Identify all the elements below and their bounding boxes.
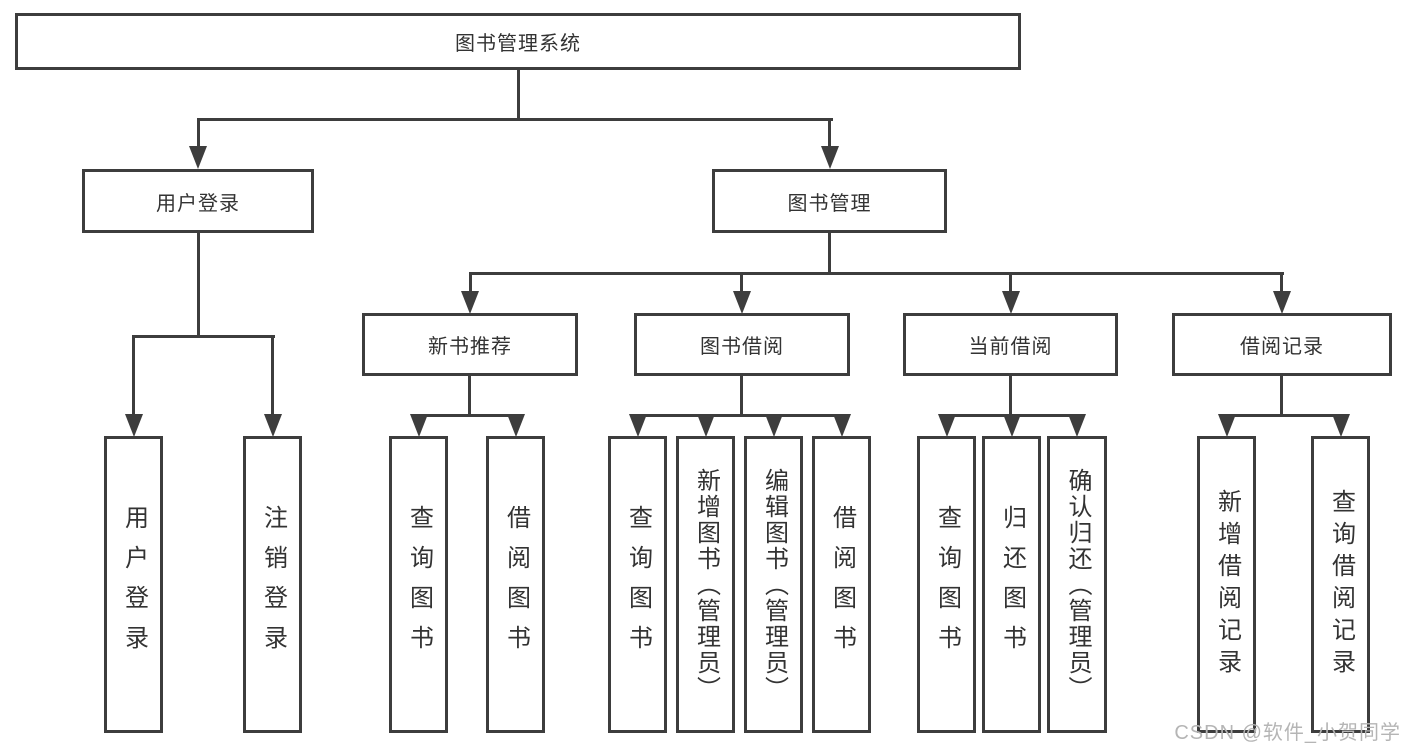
node-new-book-recommend: 新书推荐 xyxy=(362,313,578,376)
arrow-down-icon xyxy=(938,414,956,437)
arrow-down-icon xyxy=(1068,414,1086,437)
arrow-down-icon xyxy=(189,146,207,169)
connector-line xyxy=(469,272,1284,275)
leaf-add-borrow-record: 新增借阅记录 xyxy=(1197,436,1256,733)
leaf-confirm-return-admin-label: 确认归还（管理员） xyxy=(1064,467,1091,702)
arrow-down-icon xyxy=(1218,414,1236,437)
node-new-book-recommend-label: 新书推荐 xyxy=(428,336,512,358)
leaf-logout-label: 注销登录 xyxy=(259,504,287,665)
leaf-query-books: 查询图书 xyxy=(389,436,448,733)
connector-line xyxy=(1009,376,1012,416)
node-book-borrowing-label: 图书借阅 xyxy=(700,336,784,358)
leaf-user-login: 用户登录 xyxy=(104,436,163,733)
arrow-down-icon xyxy=(1003,414,1021,437)
connector-line xyxy=(1009,272,1012,292)
arrow-down-icon xyxy=(733,291,751,314)
connector-line xyxy=(132,335,275,338)
leaf-query-books-label: 查询图书 xyxy=(624,504,652,665)
node-library-system-label: 图书管理系统 xyxy=(455,33,581,55)
connector-line xyxy=(828,118,831,147)
connector-line xyxy=(132,335,135,415)
leaf-user-login-label: 用户登录 xyxy=(120,504,148,665)
arrow-down-icon xyxy=(1332,414,1350,437)
connector-line xyxy=(417,414,518,417)
leaf-add-borrow-record-label: 新增借阅记录 xyxy=(1213,488,1241,681)
connector-line xyxy=(469,272,472,292)
node-borrowing-records-label: 借阅记录 xyxy=(1240,336,1324,358)
arrow-down-icon xyxy=(821,146,839,169)
leaf-query-books: 查询图书 xyxy=(608,436,667,733)
leaf-borrow-books-label: 借阅图书 xyxy=(828,504,856,665)
connector-line xyxy=(271,335,274,415)
arrow-down-icon xyxy=(629,414,647,437)
leaf-add-books-admin: 新增图书（管理员） xyxy=(676,436,735,733)
leaf-borrow-books: 借阅图书 xyxy=(486,436,545,733)
connector-line xyxy=(1280,376,1283,416)
leaf-edit-books-admin: 编辑图书（管理员） xyxy=(744,436,803,733)
leaf-return-books: 归还图书 xyxy=(982,436,1041,733)
watermark: CSDN @软件_小贺同学 xyxy=(1174,722,1401,744)
node-user-login-label: 用户登录 xyxy=(156,192,240,215)
arrow-down-icon xyxy=(410,414,428,437)
arrow-down-icon xyxy=(697,414,715,437)
node-user-login: 用户登录 xyxy=(82,169,314,233)
connector-line xyxy=(197,118,833,121)
arrow-down-icon xyxy=(765,414,783,437)
node-book-management: 图书管理 xyxy=(712,169,947,233)
arrow-down-icon xyxy=(833,414,851,437)
node-borrowing-records: 借阅记录 xyxy=(1172,313,1392,376)
node-book-management-label: 图书管理 xyxy=(787,192,872,215)
arrow-down-icon xyxy=(264,414,282,437)
connector-line xyxy=(740,376,743,416)
connector-line xyxy=(197,233,200,335)
node-book-borrowing: 图书借阅 xyxy=(634,313,850,376)
leaf-add-books-admin-label: 新增图书（管理员） xyxy=(692,467,720,702)
arrow-down-icon xyxy=(125,414,143,437)
connector-line xyxy=(636,414,844,417)
connector-line xyxy=(1225,414,1342,417)
arrow-down-icon xyxy=(461,291,479,314)
node-current-borrowing-label: 当前借阅 xyxy=(968,336,1053,358)
leaf-borrow-books-label: 借阅图书 xyxy=(502,504,530,665)
connector-line xyxy=(828,233,831,274)
connector-line xyxy=(197,118,200,147)
connector-line xyxy=(517,70,520,118)
leaf-query-books: 查询图书 xyxy=(917,436,976,733)
node-library-system: 图书管理系统 xyxy=(15,13,1021,70)
connector-line xyxy=(468,376,471,416)
leaf-query-books-label: 查询图书 xyxy=(405,504,433,665)
arrow-down-icon xyxy=(1273,291,1291,314)
arrow-down-icon xyxy=(507,414,525,437)
leaf-return-books-label: 归还图书 xyxy=(998,504,1026,665)
leaf-logout: 注销登录 xyxy=(243,436,302,733)
leaf-query-books-label: 查询图书 xyxy=(933,504,961,665)
leaf-edit-books-admin-label: 编辑图书（管理员） xyxy=(760,467,788,702)
arrow-down-icon xyxy=(1002,291,1020,314)
leaf-query-borrow-record: 查询借阅记录 xyxy=(1311,436,1370,733)
leaf-confirm-return-admin: 确认归还（管理员） xyxy=(1047,436,1107,733)
connector-line xyxy=(740,272,743,292)
leaf-query-borrow-record-label: 查询借阅记录 xyxy=(1327,488,1355,681)
node-current-borrowing: 当前借阅 xyxy=(903,313,1118,376)
connector-line xyxy=(1280,272,1283,292)
leaf-borrow-books: 借阅图书 xyxy=(812,436,871,733)
